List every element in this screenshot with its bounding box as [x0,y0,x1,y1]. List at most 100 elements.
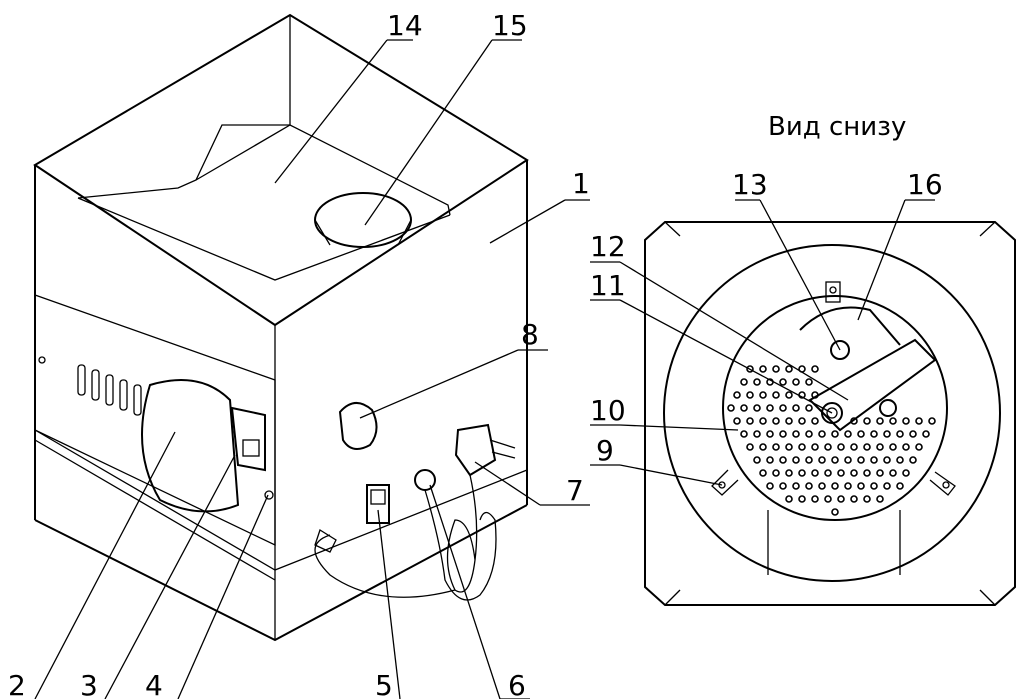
sieve-hole [837,469,845,477]
cable-gland [414,469,436,491]
sieve-hole [883,482,891,490]
sieve-hole [824,495,832,503]
knife-blade [808,338,937,432]
callout-8: 8 [521,318,539,351]
sieve-hole [896,456,904,464]
callout-2: 2 [8,669,26,699]
sieve-hole [902,469,910,477]
sieve-hole [779,404,787,412]
sieve-hole [818,430,826,438]
sieve-hole [766,404,774,412]
sieve-hole [766,456,774,464]
sieve-hole [844,482,852,490]
sieve-hole [889,469,897,477]
view-title: Вид снизу [768,112,906,142]
sieve-hole [785,443,793,451]
sieve-hole [876,443,884,451]
callout-6: 6 [508,669,526,699]
sieve-hole [746,417,754,425]
sieve-hole [889,443,897,451]
sieve-hole [844,456,852,464]
sieve-hole [896,430,904,438]
inspection-cover [141,379,240,513]
callout-4: 4 [145,669,163,699]
sieve-hole [831,482,839,490]
sieve-hole [876,417,884,425]
sieve-hole [785,417,793,425]
sieve-hole [883,456,891,464]
sieve-hole [915,443,923,451]
sieve-hole [753,404,761,412]
sieve-hole [779,456,787,464]
sieve-hole [876,495,884,503]
sieve-hole [902,443,910,451]
sieve-hole [798,443,806,451]
sieve-hole [831,456,839,464]
sieve-hole [844,430,852,438]
sieve-hole [922,430,930,438]
callout-10: 10 [590,394,626,427]
sieve-hole [753,378,761,386]
sieve-hole [889,417,897,425]
leader-lines [34,39,935,699]
sieve-hole [798,495,806,503]
sieve-hole [785,495,793,503]
sieve-hole [811,443,819,451]
sieve-disc [722,295,948,521]
ventilation-slots [77,364,142,416]
sieve-hole [857,482,865,490]
sieve-hole [805,456,813,464]
callout-11: 11 [590,269,626,302]
callout-1: 1 [572,167,590,200]
callout-16: 16 [907,168,943,201]
sieve-hole [863,417,871,425]
motor-bracket [230,406,266,472]
sieve-hole [766,482,774,490]
sieve-hole [779,378,787,386]
sieve-hole [837,495,845,503]
sieve-hole [798,469,806,477]
sieve-hole [759,417,767,425]
callout-15: 15 [492,9,528,42]
sieve-hole [824,443,832,451]
sieve-hole [876,469,884,477]
sieve-hole [837,443,845,451]
sieve-hole [740,430,748,438]
sieve-hole [792,404,800,412]
sieve-hole [831,430,839,438]
sieve-hole [746,443,754,451]
bottom-view [644,221,1016,606]
sieve-hole [792,482,800,490]
sieve-hole [785,391,793,399]
sieve-hole [772,365,780,373]
sieve-hole [870,456,878,464]
sieve-hole [902,417,910,425]
sieve-hole [753,430,761,438]
sieve-hole [740,378,748,386]
sieve-hole [785,469,793,477]
sieve-hole [792,430,800,438]
sieve-hole [909,456,917,464]
sieve-hole [831,508,839,516]
sieve-hole [883,430,891,438]
power-switch [366,484,390,524]
sieve-hole [896,482,904,490]
sieve-hole [779,430,787,438]
sieve-hole [785,365,793,373]
callout-14: 14 [387,9,423,42]
callout-3: 3 [80,669,98,699]
sieve-hole [759,469,767,477]
sieve-hole [733,391,741,399]
sieve-hole [824,469,832,477]
power-plug [454,423,497,477]
sieve-hole [792,378,800,386]
sieve-hole [857,456,865,464]
sieve-hole [772,391,780,399]
sieve-hole [850,443,858,451]
adjust-knob [338,402,378,450]
sieve-hole [811,417,819,425]
sieve-hole [766,430,774,438]
sieve-hole [798,417,806,425]
sieve-hole [870,430,878,438]
